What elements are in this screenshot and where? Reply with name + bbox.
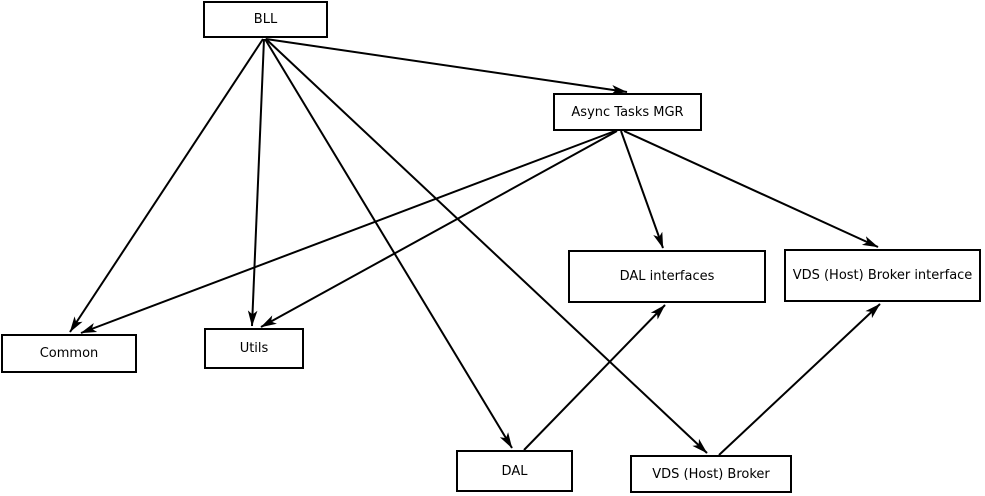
edge-bll-to-vds-host-broker — [265, 38, 708, 454]
node-dal-interfaces: DAL interfaces — [568, 250, 766, 303]
edge-async-tasks-mgr-to-utils — [260, 130, 618, 328]
node-label-dal-interfaces: DAL interfaces — [619, 269, 715, 284]
node-label-bll: BLL — [253, 12, 278, 27]
node-bll: BLL — [203, 1, 328, 38]
edge-async-tasks-mgr-to-common — [80, 130, 616, 334]
edge-bll-to-async-tasks-mgr — [265, 38, 628, 95]
edge-bll-to-utils — [247, 38, 265, 327]
edge-async-tasks-mgr-to-vds-host-broker-interface — [623, 130, 879, 248]
node-label-common: Common — [39, 346, 99, 361]
edge-dal-to-dal-interfaces — [523, 304, 666, 451]
node-utils: Utils — [204, 328, 304, 369]
node-common: Common — [1, 334, 137, 373]
node-label-dal: DAL — [501, 463, 528, 479]
node-vds-host-broker-interface: VDS (Host) Broker interface — [784, 249, 981, 302]
node-dal: DAL — [456, 450, 573, 492]
node-label-async-tasks-mgr: Async Tasks MGR — [571, 104, 684, 120]
edge-bll-to-dal — [264, 38, 513, 449]
node-label-vds-host-broker-interface: VDS (Host) Broker interface — [792, 268, 973, 283]
node-async-tasks-mgr: Async Tasks MGR — [553, 93, 702, 131]
edge-async-tasks-mgr-to-dal-interfaces — [620, 130, 664, 249]
edge-bll-to-common — [69, 38, 264, 333]
node-label-vds-host-broker: VDS (Host) Broker — [652, 466, 770, 482]
edge-vds-host-broker-to-vds-host-broker-interface — [718, 303, 881, 456]
node-label-utils: Utils — [239, 341, 269, 356]
node-vds-host-broker: VDS (Host) Broker — [630, 455, 792, 493]
